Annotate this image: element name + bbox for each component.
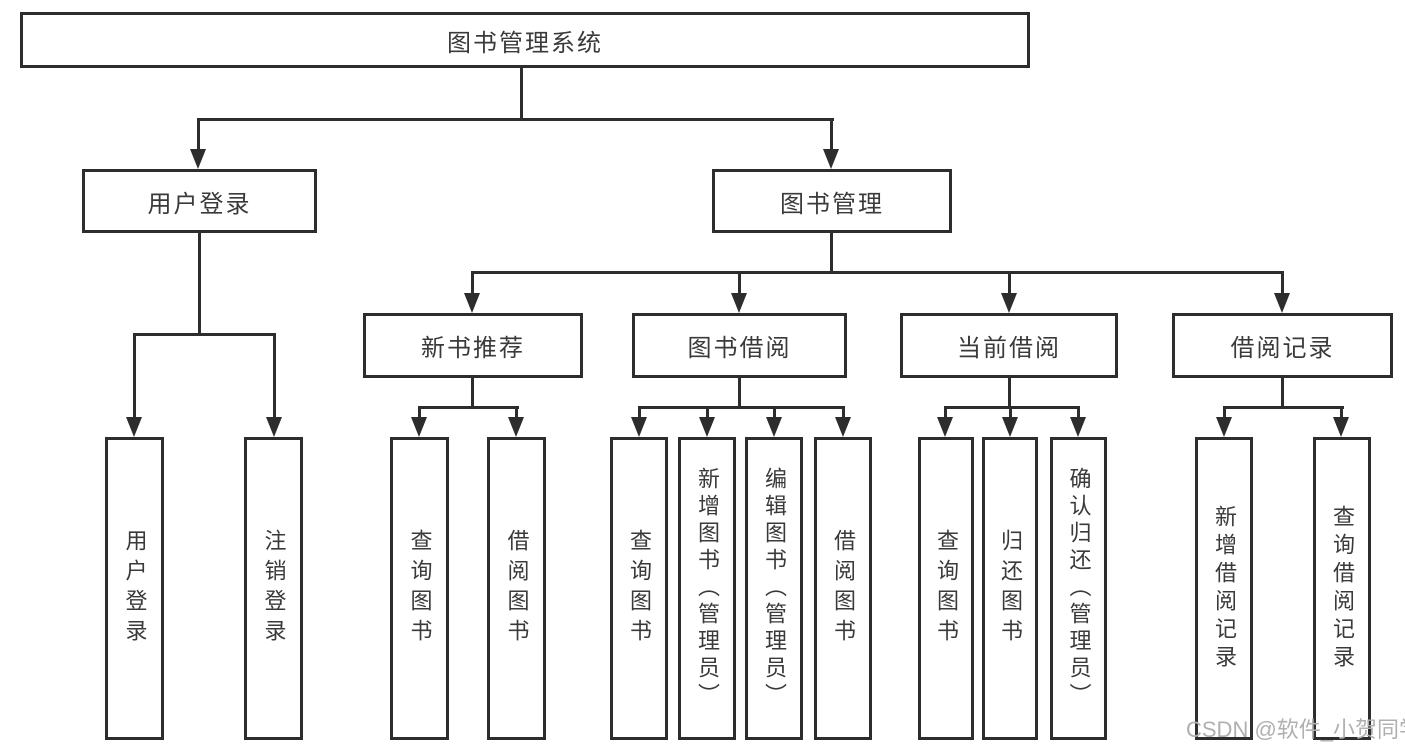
connector-line	[273, 333, 276, 420]
connector-line	[738, 271, 741, 296]
connector-line	[515, 406, 518, 420]
arrowhead-icon	[1333, 417, 1349, 437]
connector-line	[842, 406, 845, 420]
arrowhead-icon	[126, 417, 142, 437]
connector-line	[1223, 406, 1344, 409]
leaf-edit-book-admin: 编辑图书（管理员）	[745, 437, 803, 740]
connector-line	[1223, 406, 1226, 420]
node-new-book-recommend: 新书推荐	[363, 313, 583, 378]
arrowhead-icon	[190, 149, 206, 169]
leaf-add-borrow-record: 新增借阅记录	[1195, 437, 1253, 740]
arrowhead-icon	[1002, 417, 1018, 437]
connector-line	[1281, 271, 1284, 296]
arrowhead-icon	[766, 417, 782, 437]
connector-line	[830, 233, 833, 274]
connector-line	[830, 118, 833, 152]
leaf-query-books-current: 查询图书	[918, 437, 974, 740]
arrowhead-icon	[266, 417, 282, 437]
connector-line	[738, 377, 741, 408]
connector-line	[520, 68, 523, 121]
leaf-add-book-admin: 新增图书（管理员）	[678, 437, 736, 740]
connector-line	[1008, 377, 1011, 408]
leaf-confirm-return-admin: 确认归还（管理员）	[1050, 437, 1107, 740]
connector-line	[706, 406, 709, 420]
connector-line	[198, 233, 201, 336]
leaf-query-books-recommend: 查询图书	[390, 437, 449, 740]
connector-line	[944, 406, 947, 420]
leaf-query-borrow-record: 查询借阅记录	[1313, 437, 1371, 740]
arrowhead-icon	[699, 417, 715, 437]
connector-line	[471, 377, 474, 408]
node-book-management: 图书管理	[712, 169, 952, 233]
connector-line	[773, 406, 776, 420]
connector-line	[471, 271, 474, 296]
arrowhead-icon	[411, 417, 427, 437]
leaf-return-book: 归还图书	[982, 437, 1038, 740]
arrowhead-icon	[631, 417, 647, 437]
node-current-borrow: 当前借阅	[900, 313, 1118, 378]
arrowhead-icon	[508, 417, 524, 437]
arrowhead-icon	[1070, 417, 1086, 437]
connector-line	[944, 406, 1080, 409]
connector-line	[197, 118, 200, 152]
connector-line	[1281, 377, 1284, 408]
connector-line	[1077, 406, 1080, 420]
connector-line	[1340, 406, 1343, 420]
connector-line	[133, 333, 136, 420]
leaf-borrow-books-recommend: 借阅图书	[487, 437, 546, 740]
node-book-borrow: 图书借阅	[632, 313, 847, 378]
arrowhead-icon	[464, 293, 480, 313]
leaf-user-login: 用户登录	[105, 437, 164, 740]
connector-line	[638, 406, 845, 409]
arrowhead-icon	[1001, 293, 1017, 313]
connector-line	[1009, 406, 1012, 420]
connector-line	[197, 118, 834, 121]
leaf-query-books-borrow: 查询图书	[610, 437, 668, 740]
connector-line	[133, 333, 276, 336]
arrowhead-icon	[1216, 417, 1232, 437]
leaf-logout: 注销登录	[244, 437, 303, 740]
connector-line	[471, 271, 1284, 274]
arrowhead-icon	[1274, 293, 1290, 313]
leaf-borrow-books: 借阅图书	[814, 437, 872, 740]
connector-line	[1008, 271, 1011, 296]
node-user-login: 用户登录	[82, 169, 317, 233]
arrowhead-icon	[731, 293, 747, 313]
connector-line	[418, 406, 421, 420]
arrowhead-icon	[937, 417, 953, 437]
arrowhead-icon	[835, 417, 851, 437]
node-library-system: 图书管理系统	[20, 12, 1030, 68]
arrowhead-icon	[823, 149, 839, 169]
connector-line	[638, 406, 641, 420]
watermark: CSDN @软件_小贺同学	[1186, 717, 1405, 742]
connector-line	[418, 406, 519, 409]
node-borrow-records: 借阅记录	[1172, 313, 1393, 378]
